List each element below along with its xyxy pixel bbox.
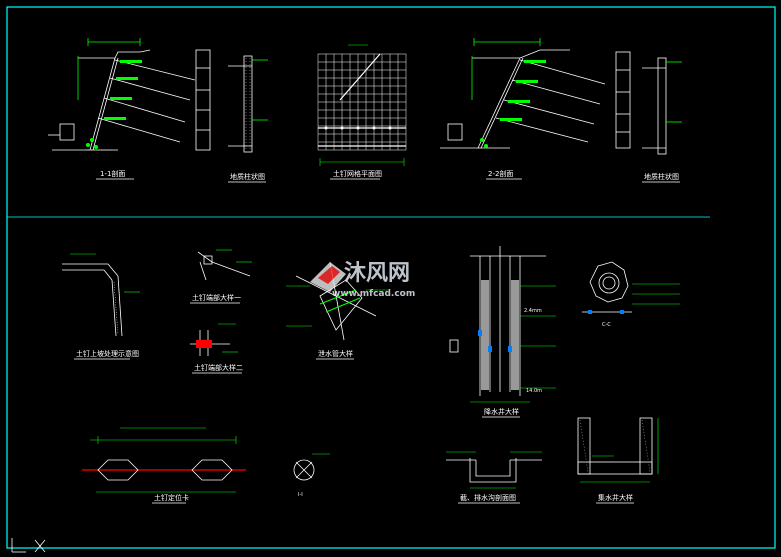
mesh-plan-drawing: 土钉网格平面图 <box>317 44 407 180</box>
nail-head-detail-2: 土钉端部大样二 <box>190 323 243 374</box>
mf-logo-icon <box>310 262 346 292</box>
section-2-2-drawing: 2-2剖面 <box>440 38 606 180</box>
section-2-2-title: 2-2剖面 <box>488 169 513 178</box>
section-1-1-drawing: 1-1剖面 <box>48 38 196 180</box>
nail-head-detail-1: 土钉端部大样一 <box>190 249 252 304</box>
nail-head-1-title: 土钉端部大样一 <box>192 293 241 302</box>
centering-clip-title: 土钉定位卡 <box>154 493 189 502</box>
ucs-axis-icon <box>11 538 46 553</box>
section-i-i: I-I <box>293 453 330 498</box>
well-title: 降水井大样 <box>484 407 519 416</box>
section-i-i-title: I-I <box>298 492 303 498</box>
sump-detail: 集水井大样 <box>577 417 659 504</box>
well-depth-2: 14.0m <box>526 388 542 394</box>
sheet-frame <box>6 6 776 549</box>
geologic-column-2 <box>615 51 682 155</box>
drain-pipe-title: 泄水管大样 <box>318 349 353 358</box>
top-corner-detail: 土钉上坡处理示意图 <box>62 253 140 360</box>
well-detail: 2.4mm 14.0m 降水井大样 <box>449 246 556 418</box>
well-depth-1: 2.4mm <box>524 308 542 314</box>
watermark-brand: 沐风网 <box>344 261 410 286</box>
nail-head-2-title: 土钉端部大样二 <box>194 363 243 372</box>
column-2-title: 地质柱状图 <box>644 172 679 181</box>
section-1-1-title: 1-1剖面 <box>100 169 125 178</box>
centering-clip-detail: 土钉定位卡 <box>82 427 246 504</box>
column-1-title: 地质柱状图 <box>230 172 265 181</box>
watermark: 沐风网 www.mfcad.com <box>310 261 415 299</box>
sump-title: 集水井大样 <box>598 493 633 502</box>
geologic-column-1 <box>195 49 268 153</box>
drain-ditch-title: 截、排水沟剖面图 <box>460 493 516 502</box>
drain-ditch-detail: 截、排水沟剖面图 <box>446 451 542 504</box>
watermark-url: www.mfcad.com <box>332 289 415 299</box>
section-c-c: C-C <box>582 261 680 328</box>
mesh-plan-title: 土钉网格平面图 <box>333 169 382 178</box>
section-c-c-title: C-C <box>602 322 611 328</box>
top-corner-title: 土钉上坡处理示意图 <box>76 349 139 358</box>
